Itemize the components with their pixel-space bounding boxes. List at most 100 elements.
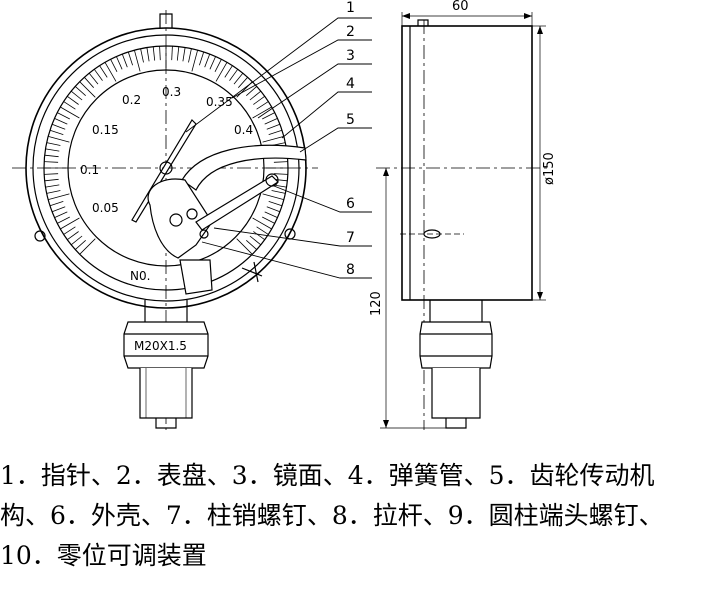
dial-label-03: 0.3	[162, 85, 181, 99]
dial-tick	[51, 123, 66, 130]
dial-tick	[104, 62, 117, 82]
dial-tick	[264, 118, 278, 125]
dial-tick	[253, 95, 265, 105]
dial-tick	[63, 101, 76, 110]
dial-tick	[215, 62, 228, 82]
dial-tick	[70, 90, 83, 101]
pointer-hub	[159, 161, 173, 175]
dial-tick	[57, 112, 70, 120]
dial-tick	[273, 161, 288, 163]
dial-tick	[233, 72, 244, 85]
dial-tick	[268, 129, 283, 135]
dial-tick	[256, 226, 269, 235]
dial-tick	[70, 235, 83, 246]
dial-tick	[262, 136, 284, 143]
thread-tip	[155, 418, 177, 429]
dial-tick	[99, 65, 108, 78]
dial-tick	[67, 231, 79, 241]
dial-tick	[46, 190, 61, 194]
dial-tick	[191, 50, 198, 72]
dial-tick	[159, 46, 161, 61]
dial-tick	[134, 50, 141, 72]
dial-tick	[224, 65, 233, 78]
dim-diameter-text: ø150	[542, 152, 557, 185]
dial-tick	[262, 216, 275, 224]
dial-tick	[238, 77, 248, 88]
dial-tick	[93, 69, 103, 81]
dial-tick	[236, 238, 253, 255]
caption-text-3: 10．零位可调装置	[0, 541, 207, 570]
dial-label-035: 0.35	[206, 95, 233, 109]
dim-width-text: 60	[452, 0, 469, 14]
figure-caption: 1．指针、2．表盘、3．镜面、4．弹簧管、5．齿轮传动机 构、6．外壳、7．柱销…	[0, 456, 711, 576]
dial-tick	[246, 240, 257, 250]
dial-ticks	[44, 46, 288, 255]
callout-leaders	[185, 17, 372, 279]
dial-tick	[44, 178, 59, 182]
caption-text-2: 构、6．外壳、7．柱销螺钉、8．拉杆、9．圆柱端头螺钉、	[0, 501, 664, 530]
dial-tick	[75, 86, 86, 96]
dial-tick	[44, 173, 59, 175]
pin-screw	[169, 213, 183, 227]
dial-tick	[246, 86, 257, 96]
dial-unit-label: N0.	[130, 269, 150, 283]
dial-tick	[116, 56, 123, 70]
dial-tick	[60, 106, 80, 119]
dial-tick	[262, 112, 275, 120]
dial-tick	[121, 53, 128, 68]
dial-tick	[45, 148, 60, 152]
dial-tick	[63, 226, 76, 235]
dial-tick	[60, 217, 80, 230]
callout-4: 4	[346, 76, 355, 92]
dial-tick	[252, 217, 272, 230]
dial-tick	[49, 129, 64, 135]
dial-tick	[252, 106, 272, 119]
left-lug	[34, 230, 46, 242]
side-case	[401, 25, 533, 301]
threaded-shank	[139, 368, 193, 419]
movement-plate	[147, 178, 213, 259]
side-top-lug	[417, 19, 429, 26]
dial-tick	[48, 136, 70, 143]
scale-mark-cross	[241, 267, 263, 277]
pressure-gauge-drawing: 0.05 0.1 0.15 0.2 0.3 0.35 0.4 N0. M20X1…	[12, 0, 557, 430]
dial-tick	[67, 95, 79, 105]
dial-tick	[45, 184, 60, 188]
dial-tick	[146, 47, 150, 62]
dial-tick	[79, 238, 96, 255]
dial-tick	[266, 123, 281, 130]
callout-1: 1	[346, 0, 355, 16]
dial-tick	[84, 77, 94, 88]
dial-tick	[266, 206, 281, 213]
caption-line-1: 1．指针、2．表盘、3．镜面、4．弹簧管、5．齿轮传动机	[0, 456, 711, 496]
callout-3: 3	[346, 48, 355, 64]
side-view	[376, 12, 548, 430]
dial-tick	[152, 46, 156, 61]
dial-tick	[188, 48, 192, 63]
dim-height-text: 120	[369, 291, 384, 316]
side-shank	[431, 368, 481, 419]
pin-screw-2	[186, 208, 198, 220]
dial-labels: 0.05 0.1 0.15 0.2 0.3 0.35 0.4 N0. M20X1…	[80, 85, 253, 353]
dial-tick	[49, 201, 64, 207]
dial-tick	[54, 118, 68, 125]
dial-tick	[88, 72, 99, 85]
dial-tick	[176, 46, 180, 61]
dial-tick	[273, 173, 288, 175]
dial-tick	[44, 161, 59, 163]
dial-tick	[204, 53, 211, 68]
dial-tick	[249, 235, 262, 246]
front-view	[12, 10, 318, 430]
caption-line-2: 构、6．外壳、7．柱销螺钉、8．拉杆、9．圆柱端头螺钉、	[0, 496, 711, 536]
dial-tick	[54, 211, 68, 218]
dial-tick	[249, 90, 262, 101]
dial-tick	[182, 47, 186, 62]
dial-tick	[46, 142, 61, 146]
bourdon-tube	[181, 144, 307, 191]
dial-label-04: 0.4	[234, 123, 253, 137]
dial-label-015: 0.15	[92, 123, 119, 137]
dial-tick	[51, 206, 66, 213]
callout-7: 7	[346, 230, 355, 246]
side-hex-nut	[419, 321, 493, 369]
dial-tick	[199, 51, 205, 66]
